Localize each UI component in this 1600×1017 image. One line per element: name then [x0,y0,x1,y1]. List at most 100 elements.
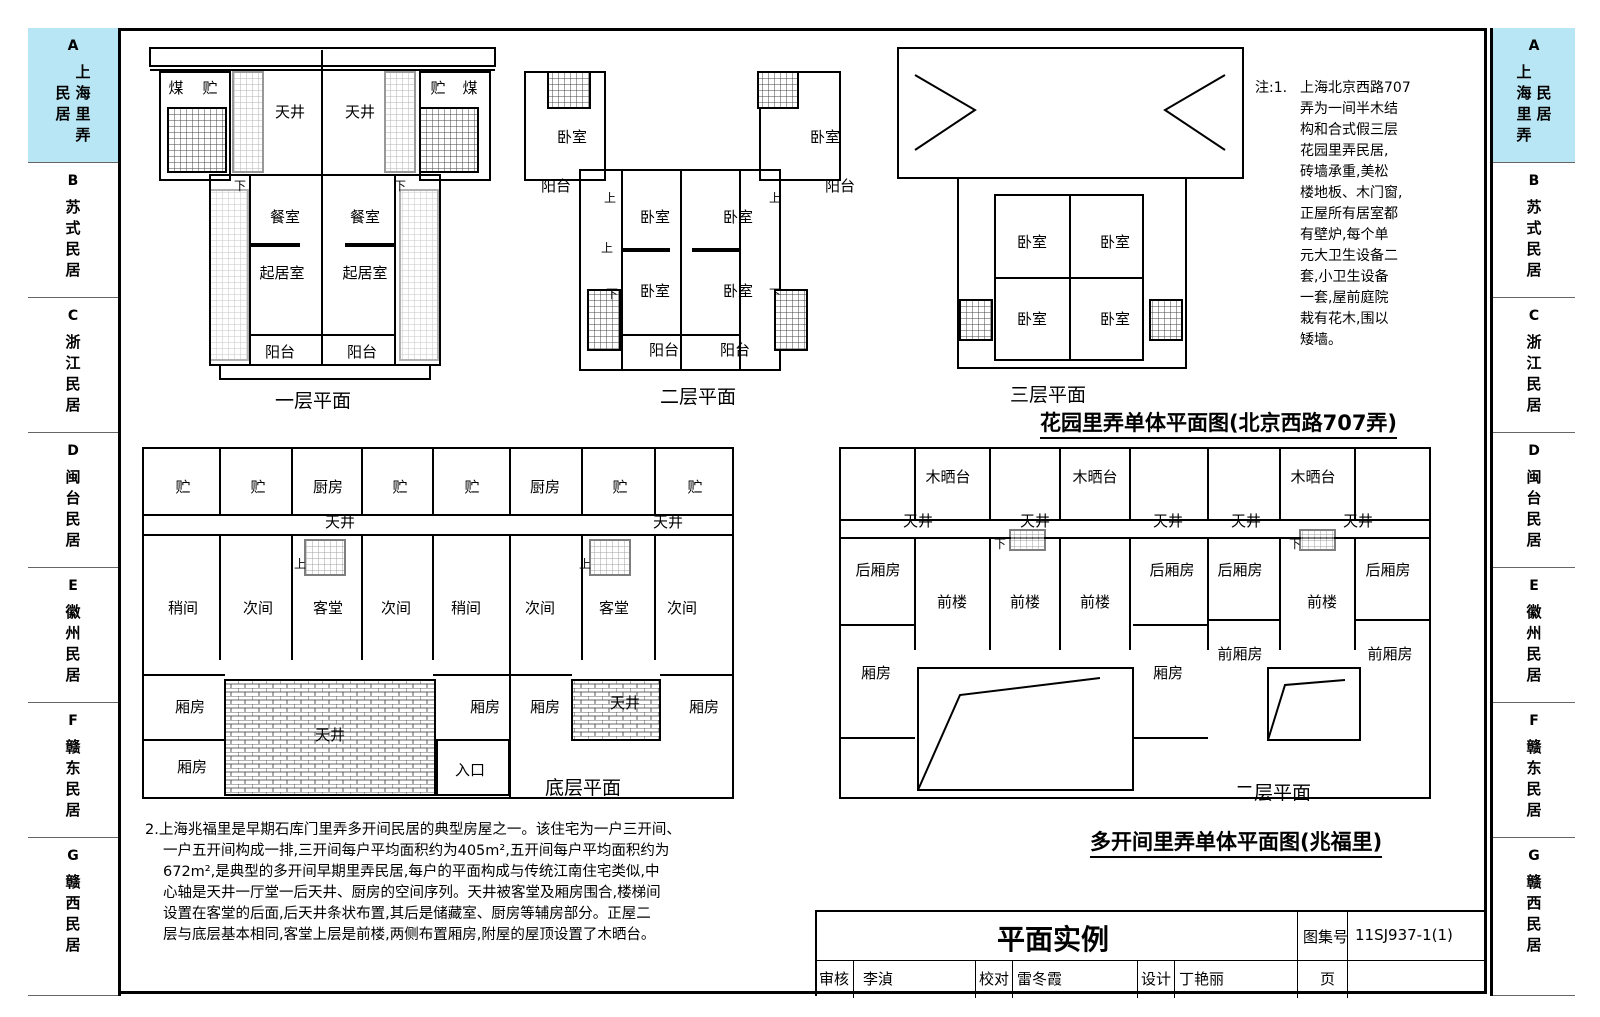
room-label: 卧室 [723,282,753,300]
tab-letter: C [1528,308,1540,324]
room-label: 厢房 [1153,664,1183,682]
room-label: 前楼 [1010,593,1040,611]
note-1-line: 花园里弄民居, [1300,143,1389,159]
stair-down-label: 下 [606,287,618,301]
room-label: 卧室 [640,282,670,300]
tab-d[interactable]: D 闽台民居 [1493,433,1575,568]
design-label: 设计 [1141,970,1172,988]
court-label: 天井 [1020,512,1050,530]
room-label: 卧室 [1100,310,1130,328]
note-1-line: 一套,屋前庭院 [1300,290,1389,306]
room-label: 前楼 [937,593,967,611]
room-label: 阳台 [825,177,855,195]
tab-name: 闽台民居 [1526,468,1542,549]
room-label: 前厢房 [1367,645,1412,663]
sheet-title: 平面实例 [997,923,1110,956]
room-label: 次间 [381,599,411,617]
note-1-line: 上海北京西路707 [1300,80,1411,96]
note-2-line: 心轴是天井一厅堂一后天井、厨房的空间序列。天井被客堂及厢房围合,楼梯间 [163,885,661,901]
plan-ground-zhaofu [142,447,734,799]
stair-down-label: 下 [769,287,781,301]
room-label: 厢房 [470,698,500,716]
room-label: 前楼 [1080,593,1110,611]
tab-name: 赣西民居 [65,873,81,954]
tab-a[interactable]: A 上海里弄民居 [1493,28,1575,163]
room-label: 阳台 [265,343,295,361]
court-label: 天井 [325,513,355,531]
floor2-room-labels: 卧室卧室卧室卧室卧室卧室阳台阳台阳台阳台上上下上下 [541,128,855,359]
tab-b[interactable]: B 苏式民居 [28,163,118,298]
tab-c[interactable]: C 浙江民居 [28,298,118,433]
floor2-caption: 二层平面 [660,386,737,408]
room-label: 阳台 [720,341,750,359]
review-label: 审核 [819,970,850,988]
room-label: 贮 [430,79,445,97]
tab-letter: B [67,173,79,189]
court-label: 天井 [1153,512,1183,530]
multi-bay-heading: 多开间里弄单体平面图(兆福里) [1090,826,1383,858]
note-1-line: 砖墙承重,美松 [1300,164,1389,180]
plan-floor1 [149,47,496,380]
designer-name: 丁艳丽 [1179,970,1225,988]
tab-name: 浙江民居 [65,333,81,414]
tab-letter: F [68,713,78,729]
floor1-room-labels: 煤贮天井天井贮煤餐室餐室起居室起居室阳台阳台下下 [168,79,477,361]
note-1-line: 楼地板、木门窗, [1300,185,1403,201]
court-label: 天井 [1231,512,1261,530]
tab-name: 浙江民居 [1526,333,1542,414]
room-label: 卧室 [640,208,670,226]
room-label: 餐室 [350,208,380,226]
note-2-body: 2.上海兆福里是早期石库门里弄多开间民居的典型房屋之一。该住宅为一户三开间、一户… [145,820,681,946]
room-label: 阳台 [541,177,571,195]
tab-name: 徽州民居 [1526,603,1542,684]
plan-floor2 [524,71,841,371]
room-label: 贮 [687,478,702,496]
room-label: 贮 [392,478,407,496]
room-label: 贮 [175,478,190,496]
room-label: 厢房 [689,698,719,716]
room-label: 贮 [202,79,217,97]
court-label: 天井 [610,694,640,712]
note-1-line: 元大卫生设备二 [1300,248,1398,264]
tab-letter: C [67,308,79,324]
note-1-line: 有壁炉,每个单 [1300,227,1389,243]
tab-letter: G [1528,848,1540,864]
stair-up-label: 上 [579,557,591,571]
court-label: 天井 [315,726,345,744]
tab-c[interactable]: C 浙江民居 [1493,298,1575,433]
court-label: 天井 [1343,512,1373,530]
plan-second-walls [840,448,1430,739]
entrance-label: 入口 [455,761,485,779]
tab-name: 上海里弄民居 [1516,63,1552,144]
stair-down-label: 下 [994,537,1006,551]
room-label: 前楼 [1307,593,1337,611]
tab-name: 苏式民居 [65,198,81,279]
room-label: 天井 [275,103,305,121]
stair-down-label: 下 [1289,537,1301,551]
court-label: 天井 [903,512,933,530]
room-label: 稍间 [451,599,481,617]
note-1-line: 套,小卫生设备 [1300,269,1389,285]
stair-up-label: 上 [601,241,613,255]
tab-name: 苏式民居 [1526,198,1542,279]
note-1-line: 构和合式假三层 [1300,122,1398,138]
room-label: 煤 [462,79,477,97]
note-2-line: 672m²,是典型的多开间早期里弄民居,每户的平面构成与传统江南住宅类似,中 [163,864,660,880]
tab-letter: A [1528,38,1540,54]
garden-lane-heading: 花园里弄单体平面图(北京西路707弄) [1040,407,1398,439]
floor1-caption: 一层平面 [275,390,352,412]
room-label: 厢房 [861,664,891,682]
tab-letter: D [1528,443,1540,459]
room-label: 次间 [525,599,555,617]
note-1-line: 正屋所有居室都 [1300,206,1398,222]
